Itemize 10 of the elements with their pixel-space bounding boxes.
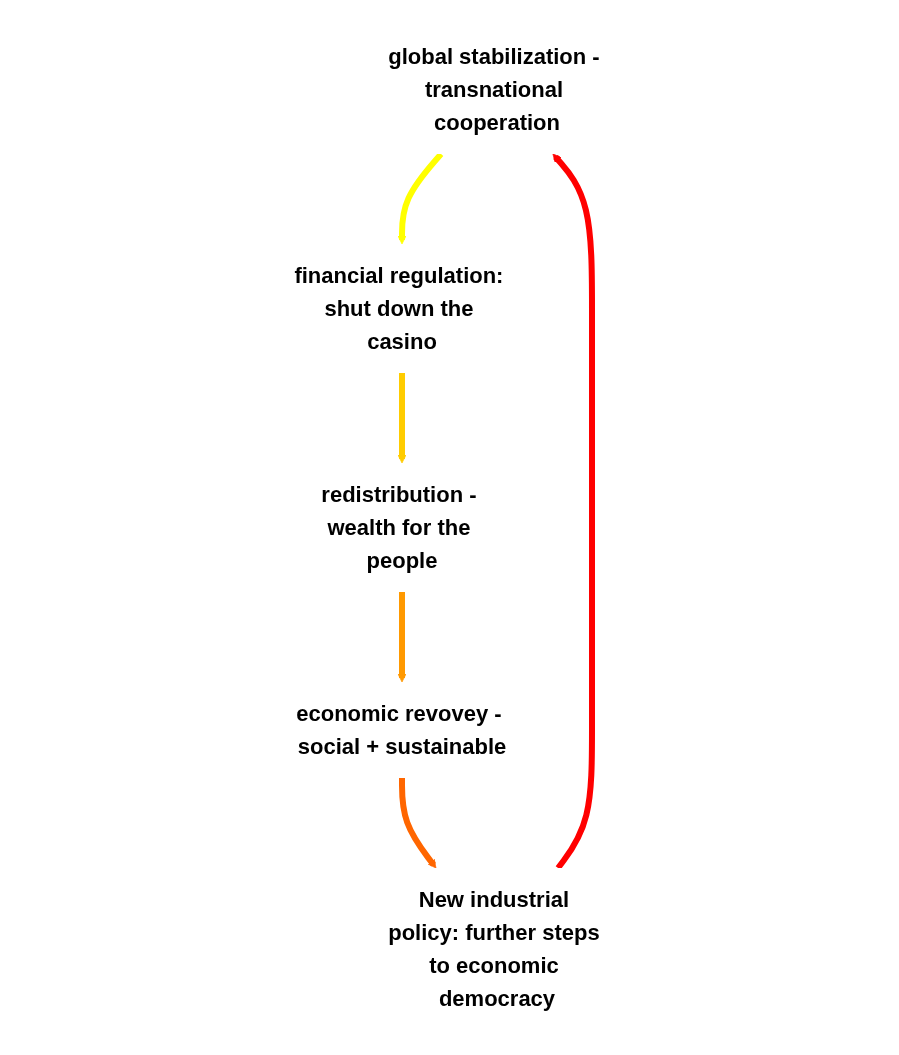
node-text: New industrial policy: further steps to economic democracy (388, 887, 600, 1011)
arrow (552, 153, 595, 870)
arrow (397, 152, 444, 245)
arrow (399, 778, 437, 869)
arrow (397, 373, 407, 464)
node-text: global stabilization - transnational cooperation (388, 44, 600, 135)
node-text: redistribution - wealth for the people (321, 482, 477, 573)
arrow (397, 592, 407, 683)
node-text: economic revovey - social + sustainable (296, 701, 507, 759)
node-text: financial regulation: shut down the casino (294, 263, 504, 354)
